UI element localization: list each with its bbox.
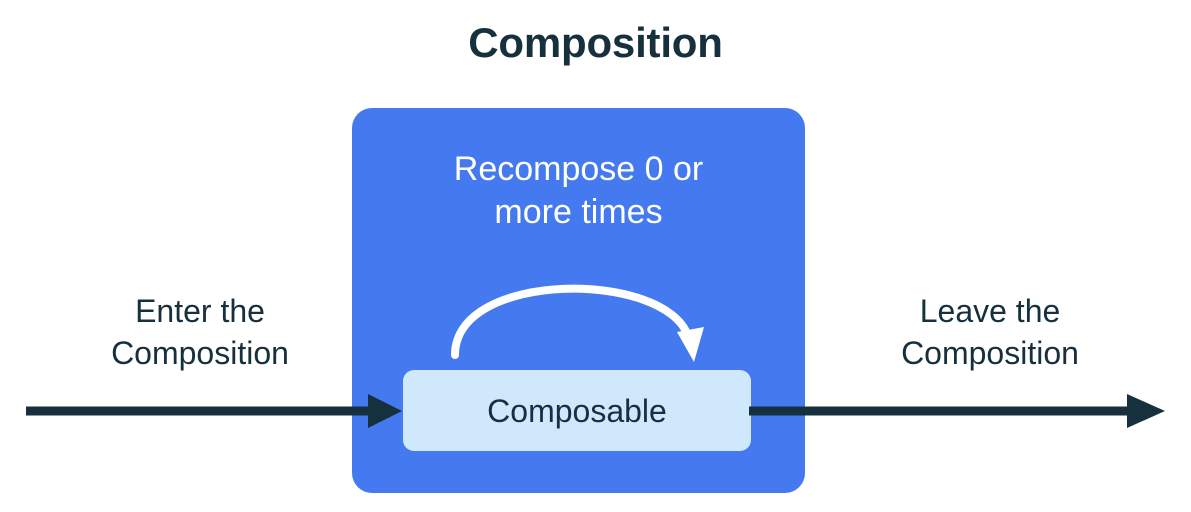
composable-node-label: Composable xyxy=(487,392,667,429)
enter-composition-label-line-1: Enter the xyxy=(135,293,265,329)
recompose-caption: Recompose 0 or more times xyxy=(372,148,785,234)
enter-composition-label: Enter the Composition xyxy=(45,290,355,374)
leave-arrow-right-icon xyxy=(749,394,1165,428)
recompose-loop-arrow-icon xyxy=(451,284,704,362)
enter-arrow-right-icon xyxy=(26,394,402,428)
page-title: Composition xyxy=(468,19,723,66)
composable-node: Composable xyxy=(403,370,751,451)
recompose-caption-line-1: Recompose 0 or xyxy=(453,150,704,188)
leave-composition-label-line-1: Leave the xyxy=(919,293,1061,329)
recompose-caption-line-2: more times xyxy=(494,193,663,231)
leave-composition-label-line-2: Composition xyxy=(901,335,1079,371)
enter-composition-label-line-2: Composition xyxy=(111,335,289,371)
leave-composition-label: Leave the Composition xyxy=(835,290,1145,374)
